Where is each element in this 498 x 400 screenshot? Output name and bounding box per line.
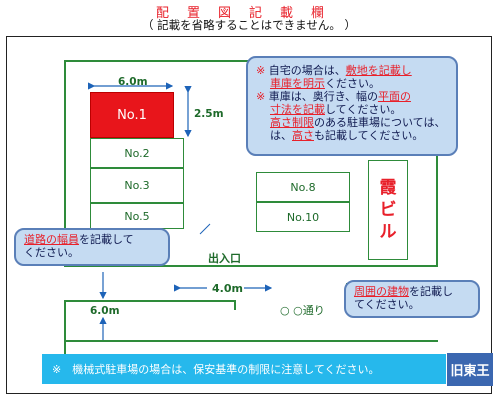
note-mark: ※ [256, 64, 266, 77]
logo: 旧東王 [447, 353, 493, 386]
parking-space-3: No.3 [90, 168, 184, 203]
road-line-lower [64, 300, 66, 354]
parking-space-1: No.1 [90, 92, 174, 138]
building-name-2: ビ [379, 199, 397, 220]
building-name-1: 霞 [379, 177, 397, 198]
building-block: 霞 ビ ル [368, 160, 408, 260]
road-line-inner-right [436, 60, 438, 265]
page-subtitle: （ 記載を省略することはできません。 ） [142, 18, 356, 32]
road-width-dimension: 6.0m [90, 305, 120, 317]
instruction-bubble-building: 周囲の建物を記載し てください。 [344, 280, 480, 318]
road-line-top [64, 60, 66, 248]
parking-space-2: No.2 [90, 138, 184, 168]
road-line-bottom [64, 265, 438, 267]
building-name-3: ル [379, 222, 397, 243]
width-dimension: 6.0m [118, 76, 148, 88]
road-width-dimension-2: 4.0m [212, 282, 243, 295]
road-line-top-h [64, 60, 264, 62]
road-line-lower-h [64, 300, 234, 302]
bubble-road-pointer [199, 223, 211, 235]
parking-space-5: No.5 [90, 203, 184, 229]
road-line-lower-right [234, 300, 236, 310]
note-mark: ※ [256, 89, 266, 103]
parking-space-8: No.8 [256, 172, 350, 202]
street-label: ○ ○通り [280, 304, 325, 317]
page-title: 配置図記載欄 [155, 6, 342, 21]
diagram-frame [6, 36, 492, 394]
instruction-bubble-main: ※ 自宅の場合は、敷地を記載し 車庫を明示ください。 ※ 車庫は、奥行き、幅の平… [246, 56, 458, 156]
length-dimension: 2.5m [194, 108, 224, 120]
entrance-label: 出入口 [208, 252, 241, 265]
road-line-bottom2 [64, 340, 438, 342]
instruction-bubble-road: 道路の幅員を記載して ください。 [14, 228, 170, 266]
parking-space-10: No.10 [256, 202, 350, 232]
notice-banner: ※ 機械式駐車場の場合は、保安基準の制限に注意してください。 [42, 354, 446, 384]
